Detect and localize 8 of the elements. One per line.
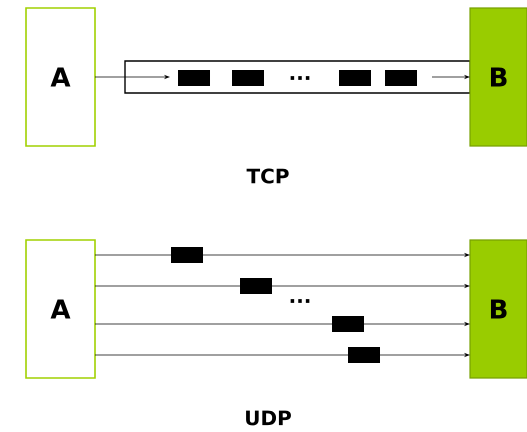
ellipsis: ... xyxy=(290,299,310,303)
host-box: A xyxy=(25,239,96,379)
host-box: B xyxy=(469,7,527,147)
host-box: B xyxy=(469,239,527,379)
caption: UDP xyxy=(246,410,291,426)
host-box: A xyxy=(25,7,96,147)
ellipsis: ... xyxy=(290,76,310,80)
caption: TCP xyxy=(246,168,289,184)
